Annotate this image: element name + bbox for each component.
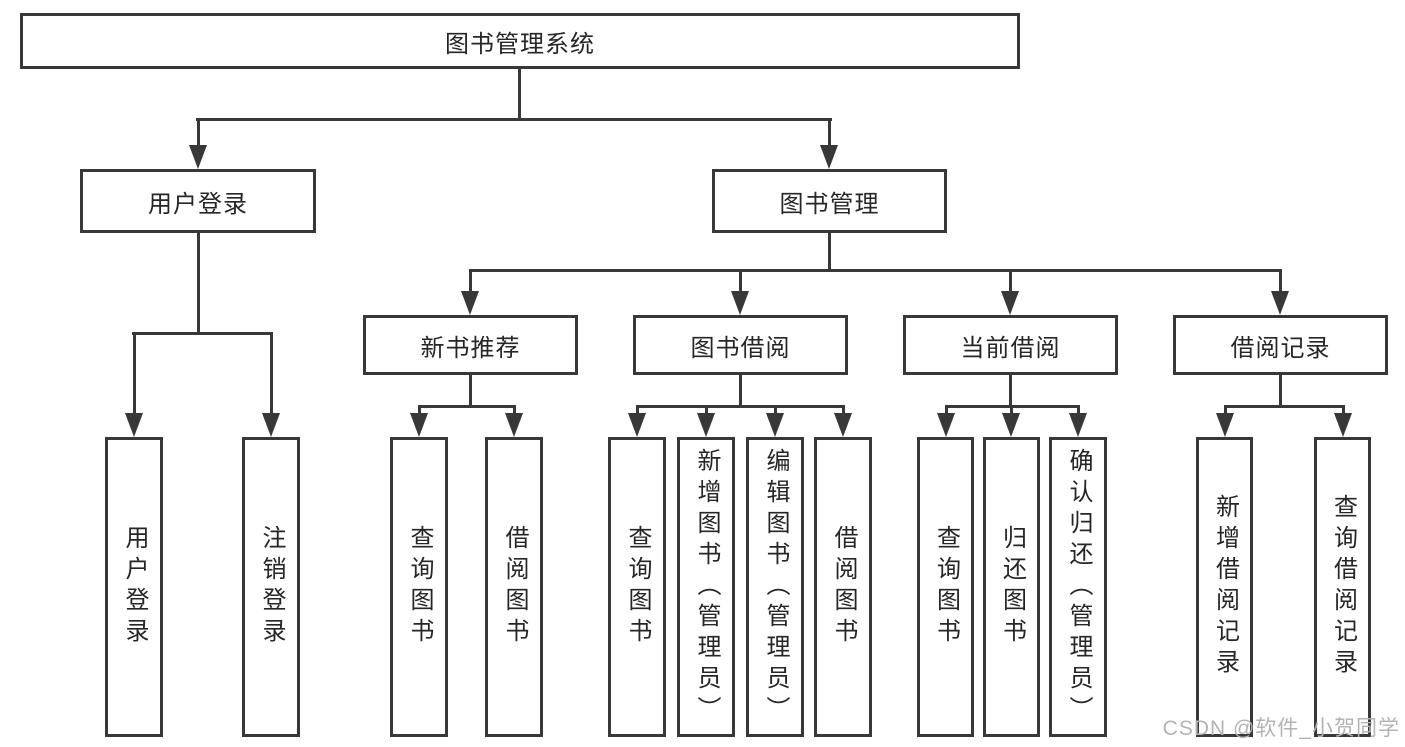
connector-level3-bus: [469, 269, 1282, 272]
connector-level2-bus: [196, 118, 832, 121]
arrowhead-down-icon: [628, 413, 646, 437]
leaf-user-login: 用户登录: [105, 437, 163, 737]
node-book-mgmt-group: 图书管理: [712, 169, 947, 233]
arrowhead-down-icon: [937, 413, 955, 437]
leaf-cb-query-books: 查询图书: [917, 437, 974, 737]
leaf-nbr-query-books: 查询图书: [390, 437, 448, 737]
connector-stem-leaf: [1009, 269, 1012, 293]
node-borrow-records: 借阅记录: [1173, 315, 1388, 375]
connector-group-stem: [469, 375, 472, 407]
leaf-cb-confirm-return-admin: 确认归还（管理员）: [1049, 437, 1107, 737]
connector-root-stem: [518, 69, 521, 121]
connector-stem-leaf: [418, 405, 421, 417]
node-label: 图书借阅: [690, 334, 791, 362]
arrowhead-down-icon: [262, 413, 280, 437]
arrowhead-down-icon: [1334, 413, 1352, 437]
arrowhead-down-icon: [1216, 413, 1234, 437]
node-current-borrow: 当前借阅: [903, 315, 1118, 375]
leaf-br-add-record: 新增借阅记录: [1196, 437, 1253, 737]
node-label: 查询图书: [406, 525, 433, 649]
connector-group-stem: [1009, 375, 1012, 407]
arrowhead-down-icon: [1069, 413, 1087, 437]
arrowhead-down-icon: [1001, 291, 1019, 315]
node-root: 图书管理系统: [20, 13, 1020, 69]
node-label: 查询图书: [624, 525, 651, 649]
connector-stem-user-login: [197, 118, 200, 147]
connector-bus: [1224, 405, 1345, 408]
leaf-br-query-record: 查询借阅记录: [1314, 437, 1371, 737]
arrowhead-down-icon: [461, 291, 479, 315]
leaf-bb-borrow-books: 借阅图书: [814, 437, 872, 737]
connector-bookmgmt-stem: [828, 233, 831, 271]
connector-stem-leaf: [1279, 269, 1282, 293]
node-label: 归还图书: [998, 525, 1026, 649]
node-label: 查询图书: [932, 525, 960, 649]
arrowhead-down-icon: [125, 413, 143, 437]
connector-stem-leaf: [1010, 405, 1013, 417]
connector-bus: [418, 405, 516, 408]
node-label: 用户登录: [121, 525, 148, 649]
arrowhead-down-icon: [820, 145, 838, 169]
connector-stem-leaf: [705, 405, 708, 417]
leaf-bb-add-books-admin: 新增图书（管理员）: [677, 437, 735, 737]
connector-stem-leaf: [513, 405, 516, 417]
connector-stem-leaf: [774, 405, 777, 417]
connector-group-stem: [1279, 375, 1282, 407]
connector-stem-leaf: [270, 332, 273, 415]
arrowhead-down-icon: [189, 145, 207, 169]
node-label: 新书推荐: [420, 334, 521, 362]
node-label: 新增借阅记录: [1211, 494, 1239, 680]
connector-group-stem: [739, 375, 742, 407]
node-label: 借阅记录: [1230, 334, 1331, 362]
node-label: 图书管理系统: [445, 30, 595, 58]
arrowhead-down-icon: [410, 413, 428, 437]
leaf-bb-edit-books-admin: 编辑图书（管理员）: [746, 437, 804, 737]
connector-stem-leaf: [945, 405, 948, 417]
leaf-logout: 注销登录: [242, 437, 300, 737]
leaf-cb-return-books: 归还图书: [983, 437, 1040, 737]
arrowhead-down-icon: [1002, 413, 1020, 437]
arrowhead-down-icon: [731, 291, 749, 315]
watermark: CSDN @软件_小贺同学: [1162, 717, 1400, 740]
node-label: 借阅图书: [830, 525, 857, 649]
leaf-bb-query-books: 查询图书: [608, 437, 666, 737]
arrowhead-down-icon: [766, 413, 784, 437]
node-label: 借阅图书: [501, 525, 528, 649]
connector-stem-leaf: [739, 269, 742, 293]
connector-bus: [636, 405, 845, 408]
connector-stem-leaf: [1342, 405, 1345, 417]
node-label: 编辑图书（管理员）: [762, 447, 789, 727]
node-user-login-group: 用户登录: [80, 169, 316, 233]
node-label: 用户登录: [148, 190, 248, 218]
leaf-nbr-borrow-books: 借阅图书: [485, 437, 543, 737]
node-label: 新增图书（管理员）: [693, 447, 720, 727]
node-label: 确认归还（管理员）: [1065, 447, 1092, 727]
connector-user-group-stem: [197, 233, 200, 334]
connector-stem-leaf: [842, 405, 845, 417]
connector-stem-leaf: [469, 269, 472, 293]
node-new-book-rec: 新书推荐: [363, 315, 578, 375]
connector-stem-leaf: [1077, 405, 1080, 417]
node-label: 当前借阅: [960, 334, 1061, 362]
arrowhead-down-icon: [697, 413, 715, 437]
arrowhead-down-icon: [1271, 291, 1289, 315]
node-book-borrow: 图书借阅: [633, 315, 848, 375]
connector-user-bus: [132, 332, 273, 335]
node-label: 图书管理: [779, 190, 880, 218]
connector-stem-leaf: [636, 405, 639, 417]
connector-stem-book-mgmt: [828, 118, 831, 147]
connector-stem-leaf: [1224, 405, 1227, 417]
arrowhead-down-icon: [834, 413, 852, 437]
connector-stem-leaf: [133, 332, 136, 415]
node-label: 注销登录: [258, 525, 285, 649]
arrowhead-down-icon: [505, 413, 523, 437]
node-label: 查询借阅记录: [1329, 494, 1357, 680]
